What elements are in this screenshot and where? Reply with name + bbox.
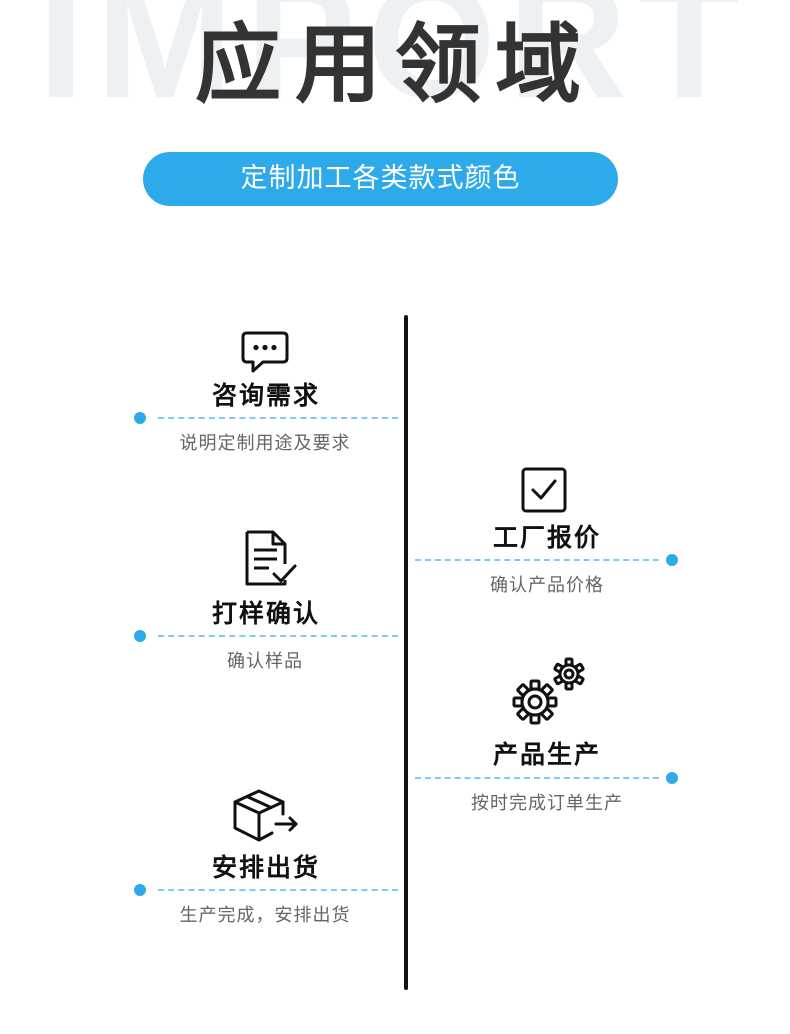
timeline-dot [666, 772, 678, 784]
dashed-divider [415, 777, 659, 779]
step-description: 确认产品价格 [490, 575, 604, 596]
step-title: 工厂报价 [492, 523, 601, 552]
step-description: 生产完成，安排出货 [179, 905, 351, 926]
step-description: 按时完成订单生产 [471, 793, 623, 814]
background-watermark-word: IMPORT [38, 0, 752, 132]
page-title: 应用领域 [195, 15, 595, 115]
step-title: 安排出货 [211, 853, 320, 882]
step-title: 打样确认 [211, 599, 320, 628]
step-description: 说明定制用途及要求 [179, 433, 351, 454]
timeline-line [404, 315, 408, 990]
timeline-dot [134, 884, 146, 896]
document-check-icon [243, 530, 299, 586]
timeline-dot [134, 630, 146, 642]
step-title: 咨询需求 [211, 381, 320, 410]
dashed-divider [158, 635, 398, 637]
checkbox-icon [521, 467, 567, 513]
dashed-divider [158, 889, 398, 891]
timeline-dot [666, 554, 678, 566]
step-description: 确认样品 [227, 651, 303, 672]
step-title: 产品生产 [492, 740, 601, 769]
chat-bubble-icon [241, 330, 289, 374]
dashed-divider [415, 559, 659, 561]
box-shipping-icon [232, 786, 302, 844]
timeline-dot [134, 412, 146, 424]
subtitle-banner: 定制加工各类款式颜色 [143, 152, 618, 206]
gears-icon [511, 656, 591, 728]
dashed-divider [158, 417, 398, 419]
